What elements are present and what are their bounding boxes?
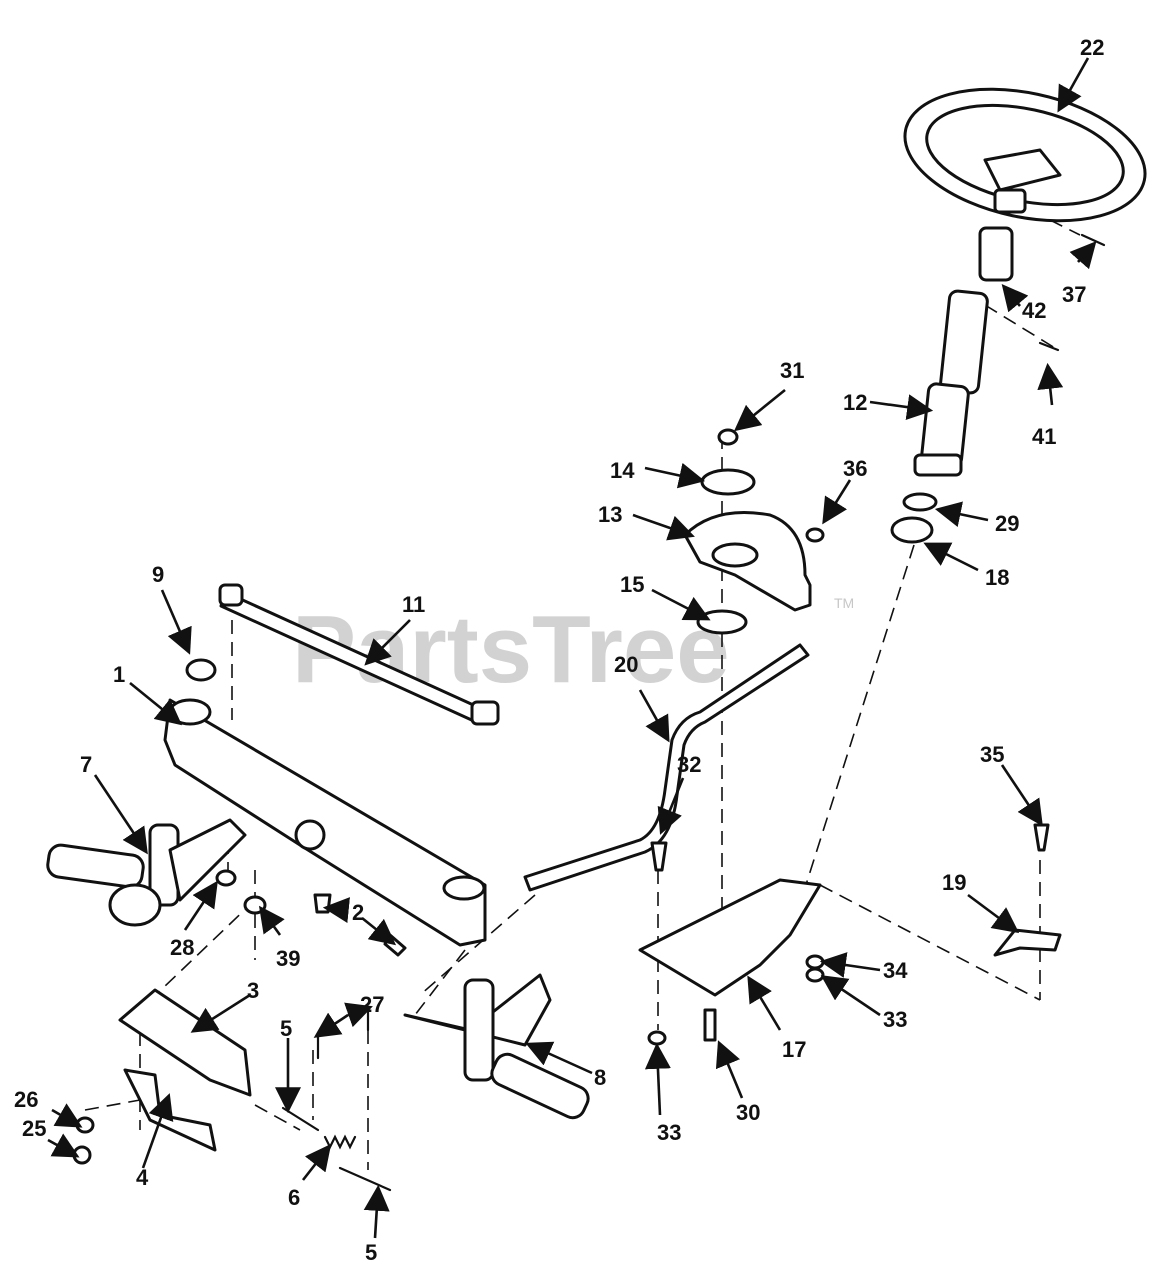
steering-wheel-part [903, 87, 1147, 223]
spindle-right-part [403, 973, 590, 1120]
callout-33-lower: 33 [657, 1120, 681, 1145]
grease-fitting-part [313, 893, 332, 914]
axle-bracket-part [118, 988, 252, 1097]
callout-36: 36 [843, 456, 867, 481]
bracket-19-part [993, 928, 1062, 957]
bushing-18-part [890, 516, 934, 544]
washer-14-part [700, 468, 756, 496]
tube-part [939, 289, 989, 395]
nut-29-part [902, 492, 938, 512]
spring-6-part [323, 1134, 357, 1150]
callout-34: 34 [883, 958, 908, 983]
drag-link-part [218, 583, 500, 726]
callout-29: 29 [995, 511, 1019, 536]
nut-28-part [215, 869, 237, 887]
watermark-trademark: TM [834, 595, 854, 611]
callout-32: 32 [677, 752, 701, 777]
callout-13: 13 [598, 502, 622, 527]
callout-31: 31 [780, 358, 804, 383]
callout-9: 9 [152, 562, 164, 587]
callout-1: 1 [113, 662, 125, 687]
bolt-35-part [1033, 823, 1050, 852]
callout-5-upper: 5 [280, 1016, 292, 1041]
washer-15-part [696, 609, 748, 635]
watermark-text: PartsTree [292, 596, 730, 703]
steering-shaft-part [913, 382, 970, 477]
front-axle-part [163, 698, 487, 947]
bolt-30-part [703, 1008, 717, 1042]
callout-3: 3 [247, 978, 259, 1003]
callout-35: 35 [980, 742, 1004, 767]
callout-19: 19 [942, 870, 966, 895]
callout-17: 17 [782, 1037, 806, 1062]
callout-labels: 22 37 42 41 12 29 18 31 14 13 36 15 20 3… [14, 35, 1104, 1265]
callout-37: 37 [1062, 282, 1086, 307]
pivot-bracket-part [123, 1068, 217, 1152]
assembly-lines [84, 209, 1081, 1170]
callout-20: 20 [614, 652, 638, 677]
callout-4: 4 [136, 1165, 149, 1190]
support-plate-part [638, 878, 822, 997]
nut-31-part [717, 428, 739, 446]
washer-26-part [75, 1116, 95, 1134]
callout-6: 6 [288, 1185, 300, 1210]
callout-28: 28 [170, 935, 194, 960]
callout-41: 41 [1032, 424, 1056, 449]
bolt-32-part [650, 841, 668, 872]
callout-22: 22 [1080, 35, 1104, 60]
callout-8: 8 [594, 1065, 606, 1090]
nut-34-part [805, 954, 825, 970]
bolt-25-part [72, 1145, 92, 1165]
callout-25: 25 [22, 1116, 46, 1141]
callout-42: 42 [1022, 298, 1046, 323]
callout-15: 15 [620, 572, 644, 597]
sector-gear-part [683, 511, 812, 612]
callout-2: 2 [352, 900, 364, 925]
spindle-left-part [46, 818, 247, 927]
callout-33-right: 33 [883, 1007, 907, 1032]
callout-14: 14 [610, 458, 635, 483]
nut-36-part [805, 527, 825, 543]
callout-5-lower: 5 [365, 1240, 377, 1265]
roll-pin-part [1038, 341, 1060, 352]
ring-9-part [185, 658, 217, 682]
callout-18: 18 [985, 565, 1009, 590]
adapter-part [978, 226, 1014, 282]
callout-11: 11 [402, 592, 425, 617]
nut-33-lower-part [647, 1030, 667, 1046]
callout-27: 27 [360, 992, 384, 1017]
callout-26: 26 [14, 1087, 38, 1112]
leader-lines [47, 57, 1097, 1239]
callout-39: 39 [276, 946, 300, 971]
callout-7: 7 [80, 752, 92, 777]
nut-33-right-part [805, 967, 825, 983]
callout-12: 12 [843, 390, 867, 415]
callout-30: 30 [736, 1100, 760, 1125]
pin-part [1080, 233, 1106, 247]
pin-5-lower-part [338, 1166, 392, 1192]
